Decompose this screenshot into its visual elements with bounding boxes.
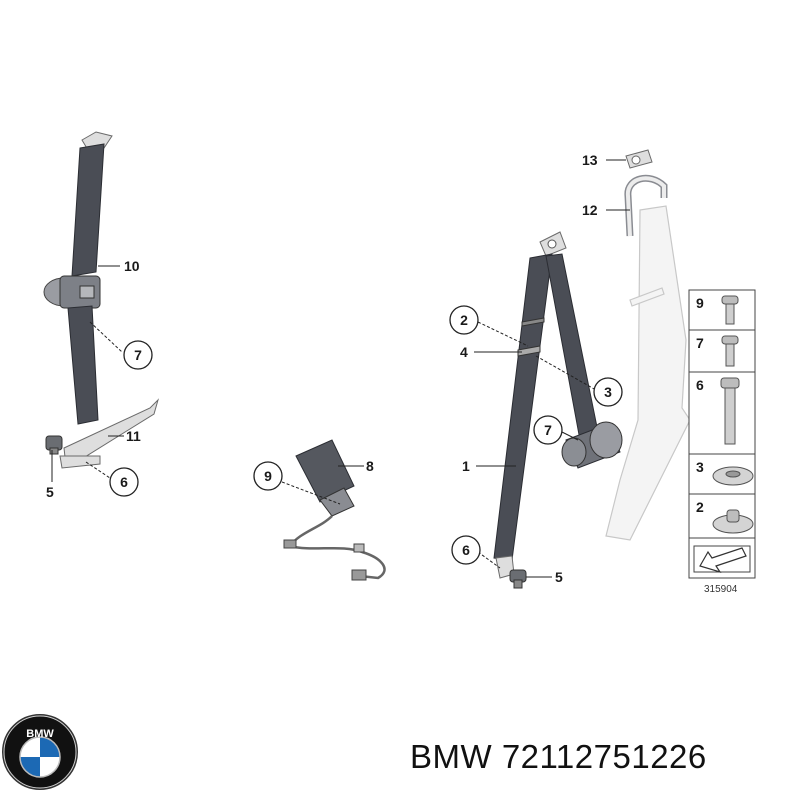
callout-8-middle: 8 — [366, 458, 374, 474]
svg-text:3: 3 — [696, 459, 704, 475]
callout-6-left: 6 — [109, 467, 139, 497]
left-retractor — [43, 275, 101, 309]
callout-10-left: 10 — [124, 258, 140, 274]
callout-4-right: 4 — [460, 344, 468, 360]
parts-table-arrow-icon — [693, 545, 751, 574]
svg-text:12: 12 — [582, 202, 598, 218]
callout-9-middle: 9 — [253, 461, 283, 491]
svg-text:1: 1 — [462, 458, 470, 474]
svg-text:6: 6 — [462, 542, 470, 558]
svg-text:7: 7 — [544, 422, 552, 438]
callout-2-right: 2 — [449, 305, 479, 335]
right-anchor-part-13 — [625, 149, 653, 169]
right-screw-part-5 — [509, 569, 527, 589]
svg-text:7: 7 — [696, 335, 704, 351]
callout-13-right: 13 — [582, 152, 598, 168]
buckle-assembly — [283, 439, 386, 581]
callout-7-left: 7 — [123, 340, 153, 370]
callout-5-right: 5 — [555, 569, 563, 585]
svg-text:2: 2 — [460, 312, 468, 328]
parts-table: 9 7 6 3 2 — [688, 289, 756, 579]
svg-text:2: 2 — [696, 499, 704, 515]
svg-text:5: 5 — [46, 484, 54, 500]
bmw-logo: BMW — [2, 714, 78, 790]
svg-text:5: 5 — [555, 569, 563, 585]
svg-text:13: 13 — [582, 152, 598, 168]
svg-text:9: 9 — [264, 468, 272, 484]
right-guide-loop-part-12 — [624, 174, 668, 237]
parts-table-row-3: 3 — [696, 459, 754, 486]
parts-table-row-9: 9 — [696, 295, 739, 325]
parts-table-row-7: 7 — [696, 335, 739, 367]
callout-7-right: 7 — [533, 415, 563, 445]
svg-text:3: 3 — [604, 384, 612, 400]
left-screw-part-5 — [45, 435, 63, 455]
svg-text:8: 8 — [366, 458, 374, 474]
part-number-caption: BMW 72112751226 — [410, 738, 707, 775]
callout-6-right: 6 — [451, 535, 481, 565]
svg-text:9: 9 — [696, 295, 704, 311]
right-retractor — [561, 421, 623, 469]
svg-text:10: 10 — [124, 258, 140, 274]
diagram-reference-number: 315904 — [704, 584, 738, 595]
left-belt-assembly — [43, 131, 160, 469]
svg-text:6: 6 — [696, 377, 704, 393]
parts-table-row-6: 6 — [696, 377, 740, 445]
right-ghost-belt — [605, 205, 691, 541]
callout-3-right: 3 — [593, 377, 623, 407]
svg-text:4: 4 — [460, 344, 468, 360]
parts-table-row-2: 2 — [696, 499, 754, 534]
svg-text:BMW: BMW — [26, 728, 54, 740]
svg-text:6: 6 — [120, 474, 128, 490]
svg-text:7: 7 — [134, 347, 142, 363]
right-main-belt — [493, 231, 623, 589]
callout-5-left: 5 — [46, 484, 54, 500]
callout-11-left: 11 — [126, 428, 141, 444]
svg-text:11: 11 — [126, 428, 141, 444]
callout-12-right: 12 — [582, 202, 598, 218]
callout-1-right: 1 — [462, 458, 470, 474]
